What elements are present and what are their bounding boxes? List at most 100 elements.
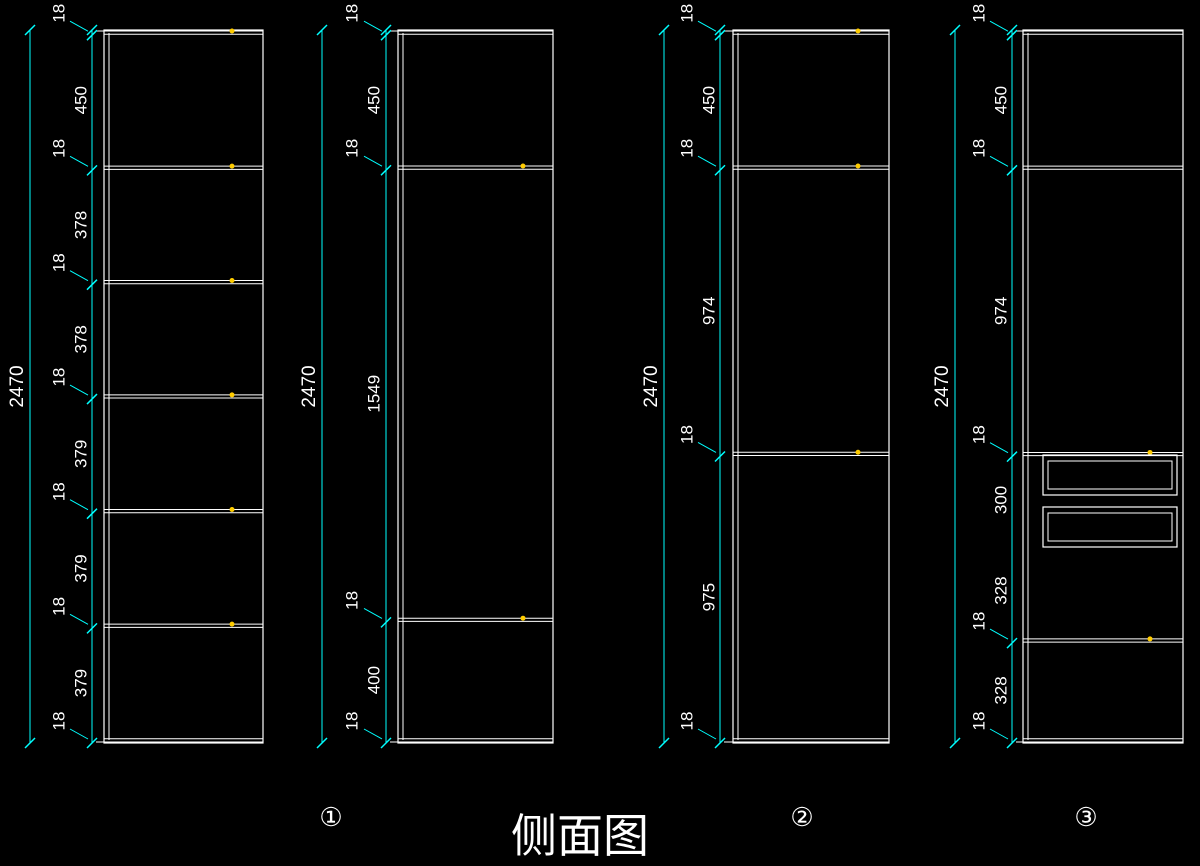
dimension-label: 18 bbox=[677, 712, 696, 731]
hinge-marker bbox=[1147, 449, 1153, 455]
hinge-marker bbox=[229, 278, 235, 284]
hinge-marker bbox=[520, 163, 526, 169]
dimension-tick bbox=[86, 508, 98, 520]
dimension-label: 1549 bbox=[364, 375, 383, 413]
dimension-leader bbox=[989, 442, 1009, 454]
dimension-tick bbox=[86, 737, 98, 749]
dimension-tick bbox=[86, 393, 98, 405]
dimension-leader bbox=[69, 499, 89, 511]
dimension-leader bbox=[363, 728, 383, 740]
dimension-leader bbox=[69, 384, 89, 396]
view-marker-2: ② bbox=[790, 803, 813, 833]
dimension-label: 18 bbox=[969, 139, 988, 158]
dimension-label: 18 bbox=[969, 4, 988, 23]
dimension-leader bbox=[989, 20, 1009, 32]
dimension-tick bbox=[949, 24, 961, 36]
hinge-marker bbox=[855, 449, 861, 455]
dimension-leader bbox=[69, 613, 89, 625]
dimension-leader bbox=[69, 270, 89, 282]
dimension-leader bbox=[69, 20, 89, 32]
dimension-leader bbox=[363, 607, 383, 619]
dimension-label: 18 bbox=[969, 612, 988, 631]
dimension-leader bbox=[363, 155, 383, 167]
cabinet-outline bbox=[732, 29, 890, 744]
dimension-label: 974 bbox=[991, 297, 1010, 325]
drawer-inner-box bbox=[1047, 460, 1173, 490]
dimension-label: 450 bbox=[364, 86, 383, 114]
hinge-marker bbox=[229, 507, 235, 513]
dimension-label: 378 bbox=[71, 211, 90, 239]
hinge-marker bbox=[855, 163, 861, 169]
hinge-marker bbox=[229, 28, 235, 34]
hinge-marker bbox=[229, 621, 235, 627]
dimension-leader bbox=[697, 155, 717, 167]
dimension-label: 18 bbox=[49, 368, 68, 387]
hinge-marker bbox=[1147, 636, 1153, 642]
dimension-tick bbox=[86, 164, 98, 176]
drawer-inner-box bbox=[1047, 512, 1173, 542]
drawing-title: 侧面图 bbox=[511, 809, 649, 863]
dimension-label: 18 bbox=[342, 4, 361, 23]
dimension-tick bbox=[380, 29, 392, 41]
cabinet-outline bbox=[103, 29, 264, 744]
dimension-leader bbox=[989, 628, 1009, 640]
dimension-label: 450 bbox=[991, 86, 1010, 114]
dimension-leader bbox=[69, 728, 89, 740]
hinge-marker bbox=[855, 28, 861, 34]
dimension-label: 18 bbox=[677, 139, 696, 158]
dimension-tick bbox=[658, 24, 670, 36]
dimension-label: 18 bbox=[342, 712, 361, 731]
dimension-label: 18 bbox=[342, 139, 361, 158]
dimension-tick bbox=[86, 279, 98, 291]
total-height-label: 2470 bbox=[641, 365, 662, 407]
dimension-leader bbox=[989, 155, 1009, 167]
dimension-label: 450 bbox=[71, 86, 90, 114]
dimension-label: 18 bbox=[342, 591, 361, 610]
dimension-tick bbox=[380, 24, 392, 36]
dimension-tick bbox=[86, 29, 98, 41]
dimension-leader bbox=[989, 728, 1009, 740]
drawer-box bbox=[1042, 454, 1178, 496]
dimension-tick bbox=[316, 24, 328, 36]
dimension-label: 379 bbox=[71, 554, 90, 582]
dimension-tick bbox=[1006, 451, 1018, 463]
dimension-tick bbox=[714, 29, 726, 41]
dimension-label: 400 bbox=[364, 666, 383, 694]
dimension-leader bbox=[363, 20, 383, 32]
dimension-label: 379 bbox=[71, 669, 90, 697]
dimension-tick bbox=[949, 737, 961, 749]
hinge-marker bbox=[520, 615, 526, 621]
dimension-tick bbox=[24, 24, 36, 36]
hinge-marker bbox=[229, 392, 235, 398]
dimension-tick bbox=[1006, 737, 1018, 749]
dimension-label: 300 bbox=[991, 486, 1010, 514]
dimension-tick bbox=[1006, 24, 1018, 36]
total-height-label: 2470 bbox=[7, 365, 28, 407]
dimension-label: 18 bbox=[49, 482, 68, 501]
dimension-tick bbox=[380, 616, 392, 628]
drawer-box bbox=[1042, 506, 1178, 548]
dimension-tick bbox=[1006, 29, 1018, 41]
dimension-tick bbox=[1006, 164, 1018, 176]
dimension-tick bbox=[316, 737, 328, 749]
dimension-label: 18 bbox=[677, 4, 696, 23]
dimension-tick bbox=[658, 737, 670, 749]
dimension-label: 379 bbox=[71, 440, 90, 468]
dimension-tick bbox=[714, 24, 726, 36]
dimension-label: 18 bbox=[677, 425, 696, 444]
cabinet-outline bbox=[397, 29, 554, 744]
view-marker-1: ① bbox=[319, 803, 342, 833]
dimension-label: 450 bbox=[699, 86, 718, 114]
cabinet-outline bbox=[1022, 29, 1184, 744]
dimension-leader bbox=[697, 728, 717, 740]
dimension-label: 18 bbox=[49, 139, 68, 158]
dimension-label: 18 bbox=[49, 253, 68, 272]
dimension-label: 378 bbox=[71, 325, 90, 353]
dimension-tick bbox=[380, 737, 392, 749]
